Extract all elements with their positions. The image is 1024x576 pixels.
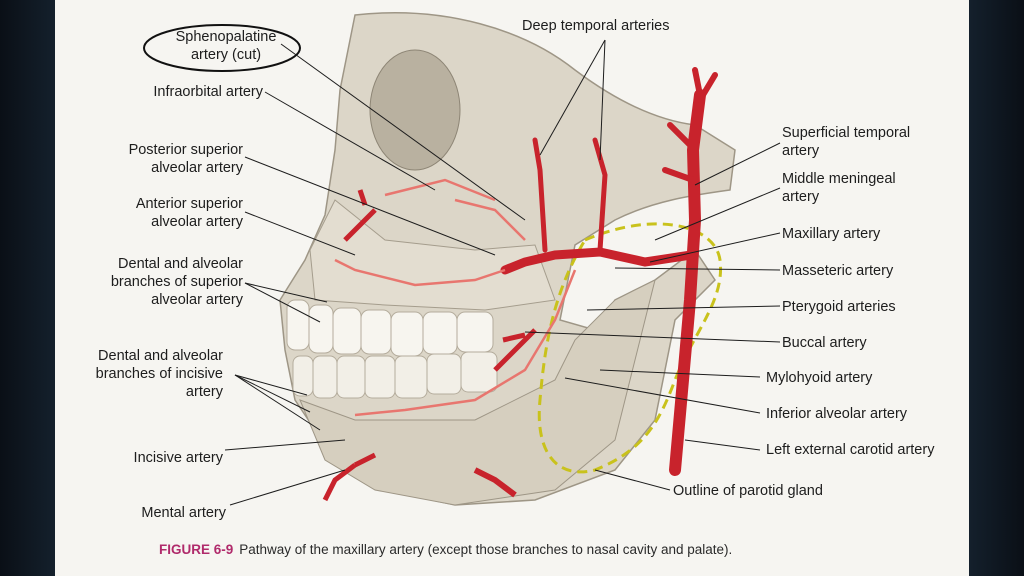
infraorbital-branch: [343, 189, 377, 242]
label-line: Dental and alveolar: [118, 256, 243, 272]
mandible: [299, 279, 656, 506]
lower-branch: [473, 467, 517, 498]
caption-text: Pathway of the maxillary artery (except …: [239, 542, 733, 557]
label-mental: Mental artery: [65, 504, 226, 522]
label-line: Incisive artery: [133, 450, 223, 466]
label-line: Infraorbital artery: [153, 84, 263, 100]
label-line: Anterior superior: [135, 196, 243, 212]
label-line: artery: [782, 189, 820, 205]
label-external-carotid: Left external carotid artery: [766, 441, 934, 459]
superficial-temporal-branch: [662, 67, 718, 183]
label-dental-alveolar-superior: Dental and alveolar branches of superior…: [65, 255, 243, 309]
figure-caption: FIGURE 6-9 Pathway of the maxillary arter…: [159, 542, 732, 557]
buccal-branch: [493, 328, 537, 372]
label-line: Maxillary artery: [782, 226, 881, 242]
label-buccal: Buccal artery: [782, 334, 867, 352]
label-deep-temporal: Deep temporal arteries: [522, 17, 670, 35]
lower-teeth: [292, 351, 498, 399]
mental-branch: [322, 452, 377, 502]
label-pterygoid: Pterygoid arteries: [782, 298, 896, 316]
label-maxillary: Maxillary artery: [782, 225, 880, 243]
label-infraorbital: Infraorbital artery: [95, 83, 263, 101]
label-line: Left external carotid artery: [766, 442, 935, 458]
label-line: artery: [782, 143, 820, 159]
skull-illustration: [143, 12, 781, 506]
label-line: Dental and alveolar: [98, 348, 223, 364]
label-line: Mental artery: [141, 505, 226, 521]
label-masseteric: Masseteric artery: [782, 262, 893, 280]
label-line: alveolar artery: [151, 214, 243, 230]
label-incisive: Incisive artery: [65, 449, 223, 467]
label-line: artery: [185, 384, 223, 400]
label-line: Deep temporal arteries: [522, 18, 670, 34]
label-line: Inferior alveolar artery: [766, 406, 908, 422]
label-posterior-superior-alveolar: Posterior superior alveolar artery: [85, 141, 243, 177]
label-dental-alveolar-incisive: Dental and alveolar branches of incisive…: [65, 347, 223, 401]
label-line: Posterior superior: [128, 142, 243, 158]
left-border: [0, 0, 55, 576]
label-line: branches of superior: [110, 274, 243, 290]
label-middle-meningeal: Middle meningeal artery: [782, 170, 896, 206]
sphenopalatine-highlight: [143, 24, 301, 72]
label-line: Sphenopalatine: [175, 29, 277, 45]
leader-lines: [224, 39, 781, 506]
label-line: Middle meningeal: [782, 171, 896, 187]
orbit: [369, 49, 461, 171]
label-line: branches of incisive: [95, 366, 223, 382]
label-mylohyoid: Mylohyoid artery: [766, 369, 872, 387]
label-line: Pterygoid arteries: [782, 299, 896, 315]
external-carotid-artery: [669, 89, 706, 476]
label-line: Superficial temporal: [782, 125, 911, 141]
label-inferior-alveolar: Inferior alveolar artery: [766, 405, 907, 423]
maxilla: [309, 199, 556, 311]
figure-number: FIGURE 6-9: [159, 542, 234, 557]
label-sphenopalatine: Sphenopalatine artery (cut): [151, 28, 301, 64]
right-border: [969, 0, 1024, 576]
label-line: Outline of parotid gland: [673, 483, 823, 499]
label-line: alveolar artery: [151, 292, 243, 308]
parotid-outline: [537, 222, 723, 474]
label-line: Masseteric artery: [782, 263, 894, 279]
deep-temporal-branches: [532, 137, 608, 253]
label-line: Mylohyoid artery: [766, 370, 873, 386]
label-line: Buccal artery: [782, 335, 867, 351]
superior-alveolar-network: [334, 178, 526, 287]
label-line: alveolar artery: [151, 160, 243, 176]
label-anterior-superior-alveolar: Anterior superior alveolar artery: [85, 195, 243, 231]
label-superficial-temporal: Superficial temporal artery: [782, 124, 910, 160]
label-line: artery (cut): [190, 47, 262, 63]
maxillary-artery: [500, 247, 696, 275]
upper-teeth: [286, 299, 494, 357]
label-parotid-outline: Outline of parotid gland: [673, 482, 823, 500]
inferior-alveolar-artery: [354, 269, 577, 417]
figure-page: Sphenopalatine artery (cut) Infraorbital…: [55, 0, 969, 576]
